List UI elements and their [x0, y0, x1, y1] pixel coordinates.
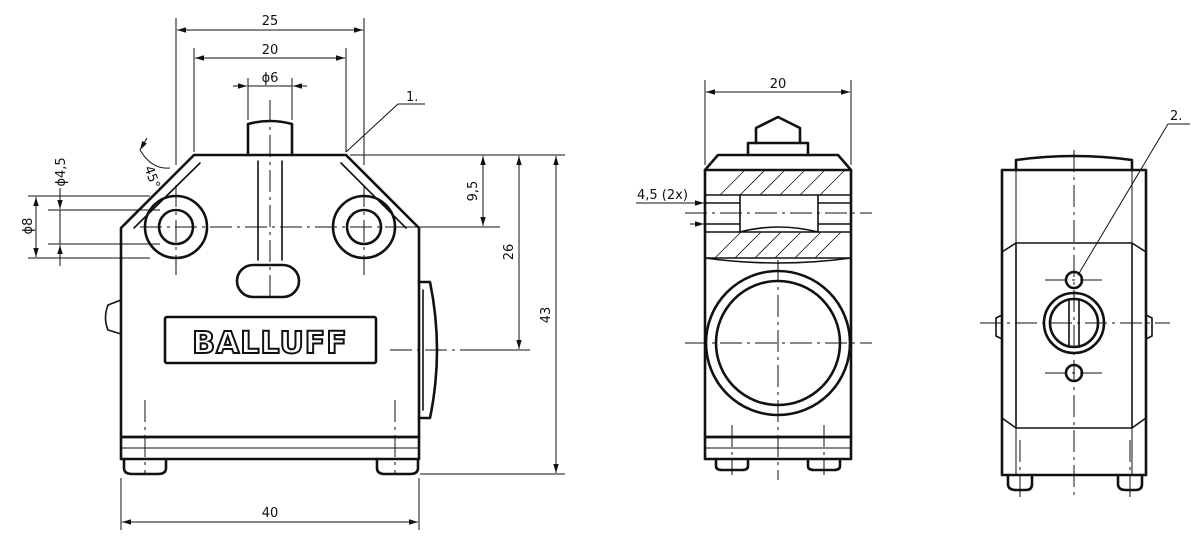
side-hatch [714, 169, 846, 259]
side-plunger [754, 115, 802, 145]
brand-logo: BALLUFF [192, 326, 348, 361]
dim-20-front: 20 [262, 43, 279, 58]
front-view: BALLUFF 25 20 ϕ6 1. 45° [21, 14, 565, 530]
dim-phi8: ϕ8 [21, 218, 36, 235]
callout-2: 2. [1170, 109, 1182, 124]
mount-hole-right [345, 208, 383, 246]
side-top-cap [703, 153, 853, 172]
back-upper-chamfer [1001, 242, 1147, 253]
dim-phi6: ϕ6 [262, 71, 279, 86]
dim-4-5-2x: 4,5 (2x) [637, 188, 688, 203]
front-side-nub [104, 299, 122, 335]
back-notch-left [995, 314, 1003, 340]
back-lower-chamfer [1001, 417, 1147, 429]
side-plunger-base [746, 141, 810, 157]
inner-chamfer-right [340, 162, 407, 229]
back-foot-left [1006, 473, 1034, 492]
back-foot-right [1116, 473, 1144, 492]
dim-40: 40 [262, 506, 279, 521]
dim-phi45: ϕ4,5 [54, 157, 69, 186]
front-foot-right [375, 457, 420, 476]
side-section-lines [704, 169, 852, 259]
dim-9-5: 9,5 [466, 181, 481, 202]
logo-frame [163, 315, 378, 365]
dim-angle-45: 45° [140, 164, 162, 191]
side-bore-curve [739, 226, 819, 233]
callout-1: 1. [406, 90, 418, 105]
side-view: 20 4,5 (2x) [636, 77, 872, 480]
dim-43: 43 [539, 307, 554, 324]
back-view: 2. [980, 109, 1190, 500]
dim-26: 26 [502, 244, 517, 261]
actuator-slot [235, 263, 301, 299]
plunger-slot [257, 160, 283, 261]
back-notch-right [1145, 314, 1153, 340]
dim-25: 25 [262, 14, 279, 29]
side-bore [704, 202, 852, 225]
dim-20-side: 20 [770, 77, 787, 92]
inner-chamfer-left [133, 162, 201, 229]
